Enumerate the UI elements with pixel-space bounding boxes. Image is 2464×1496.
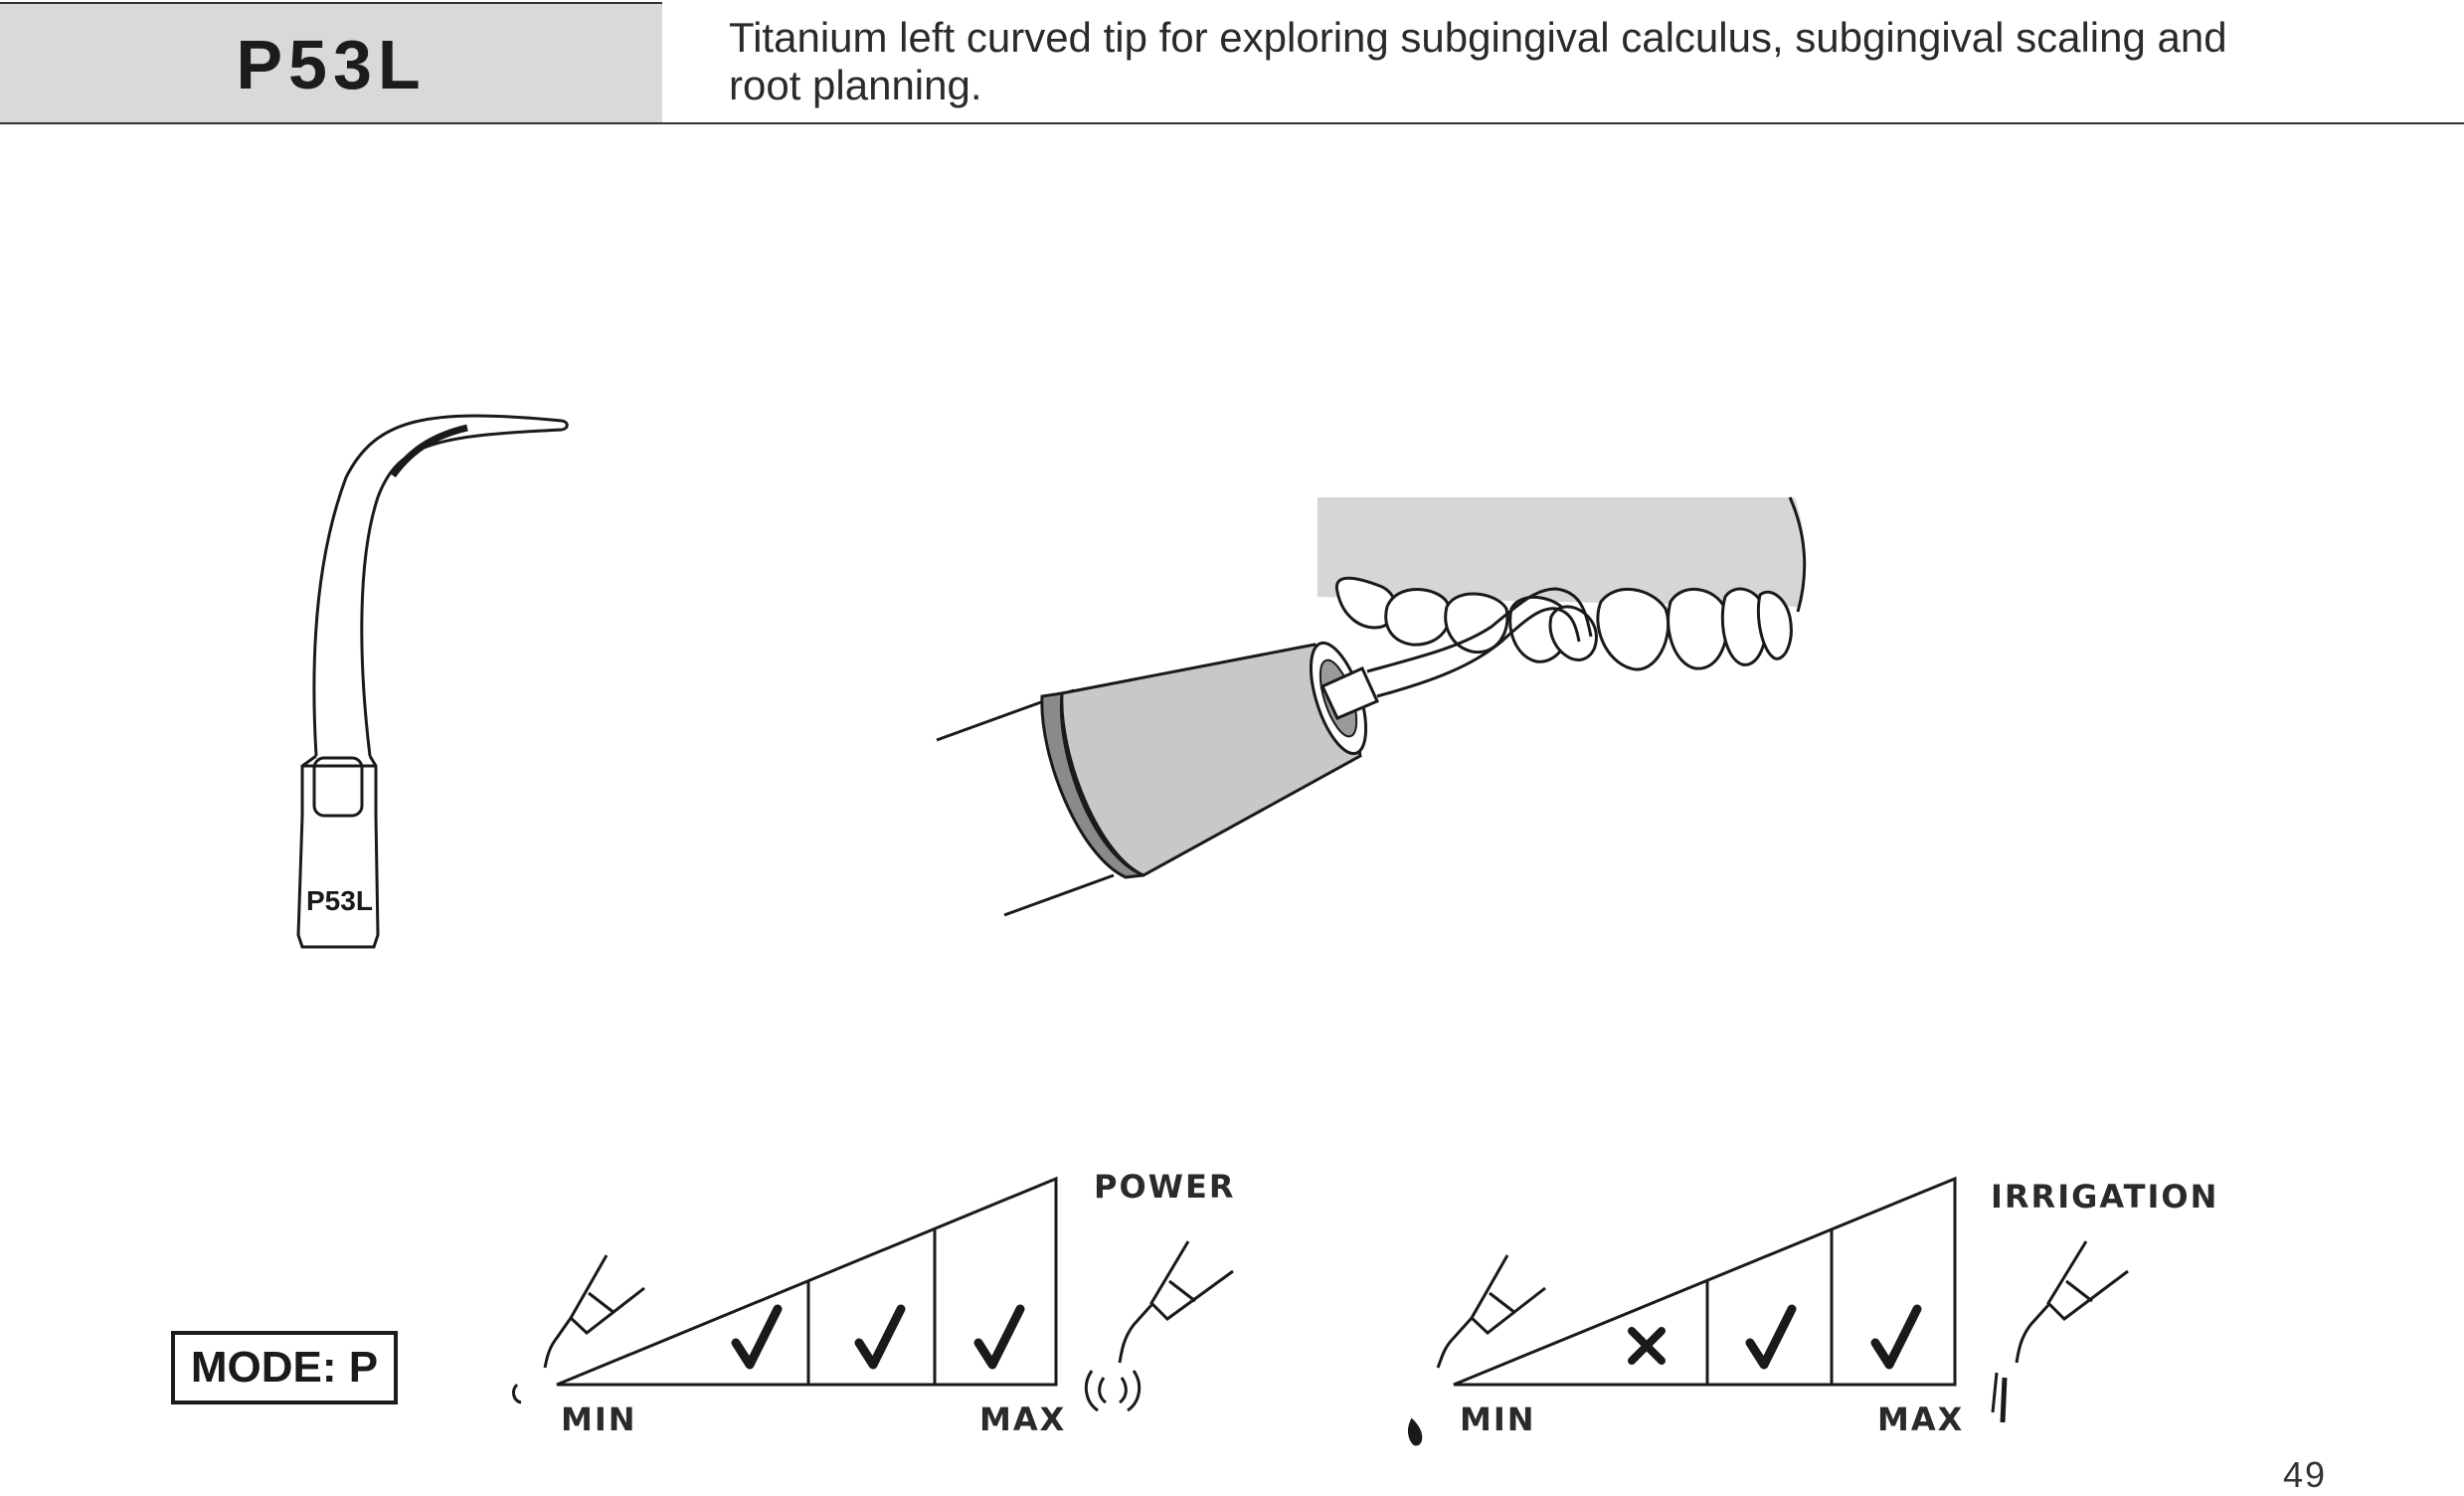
teeth [1334,576,1793,671]
irrigation-max-icon [1991,1240,2129,1423]
gum-shape [1318,497,1806,607]
irrigation-title: IRRIGATION [1991,1178,2218,1216]
irrigation-min-label: MIN [1460,1401,1536,1438]
irrigation-scale [1408,1176,2129,1446]
power-level-2-check-icon [854,1304,906,1370]
irrigation-min-icon [1408,1254,1546,1446]
page-number: 49 [2283,1454,2328,1495]
tip-drawing [296,414,569,949]
tip-description: Titanium left curved tip for exploring s… [729,14,2320,109]
power-max-label: MAX [979,1401,1066,1438]
tip-code: P53L [236,25,427,103]
mode-label: MODE: P [190,1343,379,1392]
page-header: P53L Titanium left curved tip for explor… [0,0,2464,124]
tip-code-box: P53L [0,2,662,124]
description-line-1: Titanium left curved tip for exploring s… [729,14,2227,61]
power-scale [512,1176,1234,1412]
handpiece-scene [936,496,1807,917]
description-line-2: root planning. [729,62,982,108]
power-level-1-check-icon [731,1304,783,1370]
irrigation-level-2-check-icon [1745,1304,1797,1370]
power-level-3-check-icon [973,1304,1025,1370]
power-min-label: MIN [561,1401,637,1438]
irrigation-level-3-check-icon [1870,1304,1922,1370]
power-title: POWER [1094,1168,1235,1206]
header-divider [0,122,2464,124]
tip-engraving: P53L [306,885,373,916]
power-max-icon [1084,1240,1234,1412]
mode-box: MODE: P [171,1331,398,1404]
irrigation-max-label: MAX [1877,1401,1964,1438]
irrigation-level-1-cross-icon [1628,1327,1666,1365]
power-min-icon [512,1254,645,1404]
